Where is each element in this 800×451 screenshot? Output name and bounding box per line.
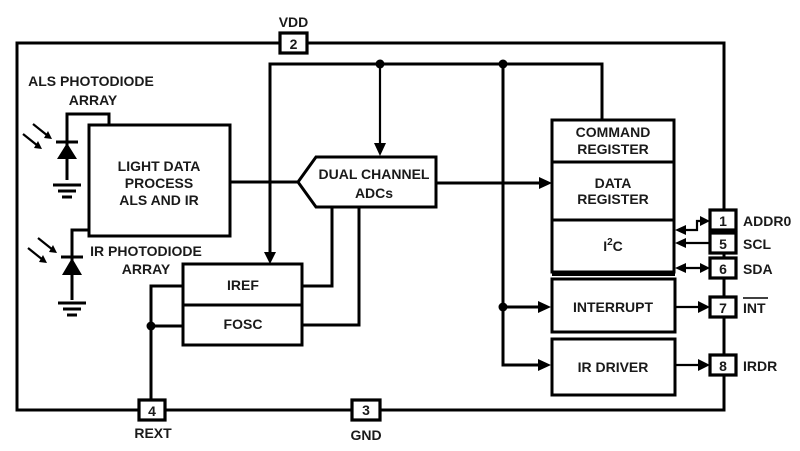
diode-icon bbox=[57, 143, 77, 159]
light-data-line2: PROCESS bbox=[125, 175, 193, 191]
arrow-to-data-register bbox=[539, 177, 552, 189]
ir-photodiode-label-line2: ARRAY bbox=[122, 261, 171, 277]
ir-driver-block: IR DRIVER bbox=[550, 337, 677, 397]
light-rays-icon bbox=[22, 123, 52, 149]
interrupt-block: INTERRUPT bbox=[550, 277, 677, 334]
iref-label: IREF bbox=[227, 277, 259, 293]
pin-addr0: 1 ADDR0 bbox=[708, 208, 791, 232]
als-photodiode: ALS PHOTODIODE ARRAY bbox=[22, 73, 154, 199]
arrow-sda-to-i2c bbox=[675, 263, 686, 273]
arrow-addr0-to-i2c bbox=[675, 225, 686, 235]
arrow-to-adc bbox=[374, 143, 386, 156]
pin-sda: 6 SDA bbox=[708, 256, 773, 280]
als-photodiode-label-line1: ALS PHOTODIODE bbox=[28, 73, 154, 89]
diode-icon bbox=[62, 258, 82, 275]
pin-int: 7 INT bbox=[708, 295, 768, 319]
pin-addr0-label: ADDR0 bbox=[743, 213, 791, 229]
pin-gnd-label: GND bbox=[350, 427, 381, 443]
ir-photodiode-label-line1: IR PHOTODIODE bbox=[90, 243, 202, 259]
pin-sda-label: SDA bbox=[743, 261, 773, 277]
adc-line1: DUAL CHANNEL bbox=[319, 166, 430, 182]
register-stack: COMMAND REGISTER DATA REGISTER I2C bbox=[550, 118, 676, 274]
arrow-to-ir-driver bbox=[538, 359, 551, 371]
light-data-line3: ALS AND IR bbox=[119, 192, 199, 208]
ir-driver-label: IR DRIVER bbox=[578, 359, 649, 375]
junction-dot bbox=[146, 321, 156, 331]
pin-gnd-number: 3 bbox=[362, 402, 370, 418]
data-register-line2: REGISTER bbox=[577, 191, 649, 207]
supply-bus bbox=[264, 59, 604, 371]
command-register-line1: COMMAND bbox=[576, 124, 651, 140]
command-register-line2: REGISTER bbox=[577, 141, 649, 157]
pin-int-number: 7 bbox=[719, 300, 727, 316]
data-register-line1: DATA bbox=[595, 175, 632, 191]
pin-gnd: 3 GND bbox=[350, 398, 382, 443]
pin-sda-number: 6 bbox=[719, 261, 727, 277]
pin-rext-number: 4 bbox=[148, 403, 156, 419]
als-photodiode-label-line2: ARRAY bbox=[69, 92, 118, 108]
i2c-label: I2C bbox=[603, 237, 623, 254]
pin-scl-label: SCL bbox=[743, 236, 771, 252]
pin-vdd: 2 VDD bbox=[278, 14, 309, 55]
arrow-scl-to-i2c bbox=[675, 238, 686, 248]
pin-rext: 4 REXT bbox=[134, 398, 172, 441]
arrow-to-iref bbox=[264, 252, 276, 264]
pin-int-label: INT bbox=[743, 300, 766, 316]
pin-addr0-number: 1 bbox=[719, 213, 727, 229]
fosc-label: FOSC bbox=[224, 316, 263, 332]
light-data-process-block: LIGHT DATA PROCESS ALS AND IR bbox=[87, 123, 232, 238]
arrow-interrupt-to-int bbox=[698, 301, 710, 313]
iref-fosc-block: IREF FOSC bbox=[181, 262, 304, 347]
arrow-i2c-to-sda bbox=[700, 263, 710, 273]
light-data-line1: LIGHT DATA bbox=[118, 158, 201, 174]
pin-rext-label: REXT bbox=[134, 425, 172, 441]
pin-scl-number: 5 bbox=[719, 236, 727, 252]
pin-irdr-number: 8 bbox=[719, 358, 727, 374]
arrow-ir-driver-to-irdr bbox=[698, 359, 710, 371]
pin-irdr: 8 IRDR bbox=[708, 353, 777, 377]
pin-vdd-number: 2 bbox=[290, 36, 298, 52]
pin-vdd-label: VDD bbox=[279, 14, 309, 30]
arrow-to-interrupt bbox=[538, 301, 551, 313]
dual-channel-adc-block: DUAL CHANNEL ADCs bbox=[296, 155, 438, 209]
pin-irdr-label: IRDR bbox=[743, 358, 777, 374]
interrupt-label: INTERRUPT bbox=[573, 299, 654, 315]
junction-dot bbox=[498, 302, 508, 312]
ir-photodiode: IR PHOTODIODE ARRAY bbox=[27, 228, 202, 317]
light-rays-icon bbox=[27, 237, 57, 263]
pin-scl: 5 SCL bbox=[708, 231, 771, 255]
adc-line2: ADCs bbox=[355, 185, 393, 201]
